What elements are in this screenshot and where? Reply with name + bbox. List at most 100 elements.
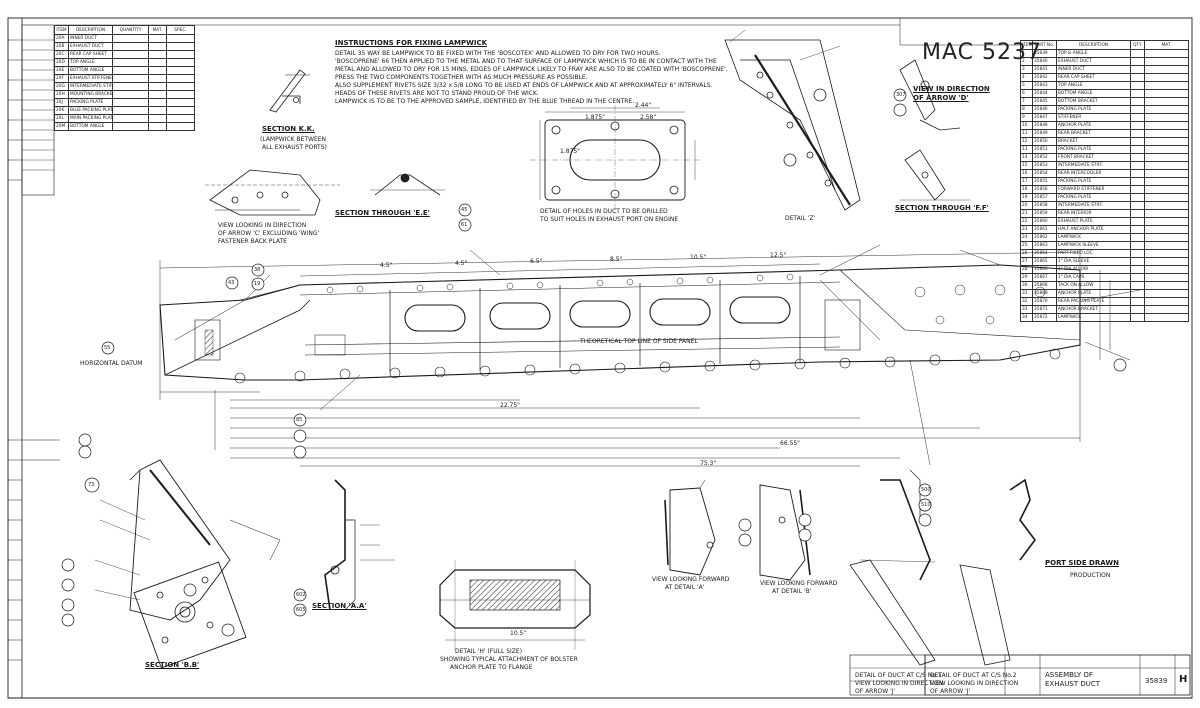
table-cell: 1" DIA SLEEVE — [1056, 257, 1131, 266]
table-cell — [1144, 281, 1189, 290]
detail-h-label: DETAIL 'H' (FULL SIZE) — [455, 648, 523, 655]
table-cell — [112, 114, 149, 123]
table-cell — [1130, 257, 1145, 266]
detail-holes — [530, 105, 700, 215]
table-cell — [148, 106, 167, 115]
table-cell — [166, 34, 195, 43]
callout-number: 45 — [461, 207, 468, 213]
table-cell: REAR INTERCOOLER — [1056, 169, 1131, 178]
table-cell: 27 — [1020, 257, 1033, 266]
table-cell: 35853 — [1032, 161, 1057, 170]
table-cell: 10 — [1020, 121, 1033, 130]
table-cell: 13 — [1020, 145, 1033, 154]
table-cell — [1130, 169, 1145, 178]
table-cell: 15 — [1020, 161, 1033, 170]
table-cell: INTERMEDIATE STIFF. — [1056, 161, 1131, 170]
table-cell — [1130, 225, 1145, 234]
table-cell — [1144, 81, 1189, 90]
table-cell — [1144, 121, 1189, 130]
instruction-line: DETAIL 35 WAY BE LAMPWICK TO BE FIXED WI… — [335, 50, 661, 57]
theoretical-line-label: THEORETICAL TOP LINE OF SIDE PANEL — [580, 338, 698, 345]
table-cell: 35850 — [1032, 137, 1057, 146]
table-cell: 35843 — [1032, 81, 1057, 90]
table-cell — [112, 122, 149, 131]
table-cell — [1144, 313, 1189, 322]
table-cell — [1130, 273, 1145, 282]
instruction-line: 'BOSCOPRENE' 66 THEN APPLIED TO THE META… — [335, 58, 717, 65]
table-cell: HALF ANCHOR PLATE — [1056, 225, 1131, 234]
table-cell — [112, 50, 149, 59]
dimension-label: 2.58" — [640, 114, 657, 121]
title-block — [849, 654, 1191, 696]
right-table-col-qty: QTY — [1130, 40, 1145, 50]
table-cell: 35866 — [1032, 265, 1057, 274]
left-table-col-mat: MAT. — [148, 25, 167, 35]
table-cell: BOTTOM ANGLE — [68, 66, 113, 75]
view-arrow-c-label: VIEW LOOKING IN DIRECTION — [218, 222, 307, 229]
table-cell: 11 — [1020, 129, 1033, 138]
dimension-label: 22.75" — [500, 402, 520, 409]
dimension-label: 2.44" — [635, 102, 652, 109]
view-d-label: OF ARROW 'D' — [913, 94, 969, 102]
table-cell: REAR CAP SHEET — [68, 50, 113, 59]
table-cell — [1144, 249, 1189, 258]
detail-z-label: DETAIL 'Z' — [785, 215, 816, 222]
table-cell: 30 — [1020, 281, 1033, 290]
dimension-label: 4.5" — [380, 262, 393, 269]
table-cell — [1130, 65, 1145, 74]
left-table-col-quantity: QUANTITY — [112, 25, 149, 35]
table-cell — [112, 58, 149, 67]
table-cell: 35849 — [1032, 129, 1057, 138]
duct-c1-label: OF ARROW 'J' — [855, 688, 896, 695]
view-arrow-c-label: OF ARROW 'C' EXCLUDING 'WING' — [218, 230, 320, 237]
table-cell: 18 — [1020, 185, 1033, 194]
table-cell: FRONT BRACKET — [1056, 153, 1131, 162]
main-assembly — [159, 264, 1081, 384]
table-cell: 23 — [1020, 225, 1033, 234]
table-cell — [148, 58, 167, 67]
table-cell: EXHAUST DUCT — [68, 42, 113, 51]
table-cell: 20M — [54, 122, 69, 131]
table-cell — [148, 34, 167, 43]
table-cell: 20 — [1020, 201, 1033, 210]
table-cell — [112, 66, 149, 75]
table-cell: EXHAUST STIFFENER — [68, 74, 113, 83]
table-cell — [1144, 177, 1189, 186]
table-cell: 35870 — [1032, 297, 1057, 306]
table-cell — [1144, 201, 1189, 210]
table-cell — [1130, 73, 1145, 82]
table-cell: INNER DUCT — [1056, 65, 1131, 74]
table-cell: 20A — [54, 34, 69, 43]
table-cell — [148, 82, 167, 91]
table-cell: ANCHOR PLATE — [1056, 121, 1131, 130]
table-cell: 26 — [1020, 249, 1033, 258]
table-cell — [166, 58, 195, 67]
callout-number: 38 — [254, 267, 261, 273]
detail-holes-label: DETAIL OF HOLES IN DUCT TO BE DRILLED — [540, 208, 668, 215]
table-cell: MAIN PACKING PLATE — [68, 114, 113, 123]
table-cell: 35860 — [1032, 217, 1057, 226]
table-cell — [1130, 97, 1145, 106]
callout-number: 55 — [104, 345, 111, 351]
dimension-label: 10.5" — [510, 630, 527, 637]
table-cell — [1144, 105, 1189, 114]
table-cell: MOUNTING BRACKET — [68, 90, 113, 99]
table-cell: 32 — [1020, 297, 1033, 306]
table-cell: PACKING PLATE — [1056, 193, 1131, 202]
table-cell — [1144, 97, 1189, 106]
table-cell: 34 — [1020, 313, 1033, 322]
section-kk-label: SECTION K.K. — [262, 125, 315, 133]
view-forward-a-label: VIEW LOOKING FORWARD — [652, 576, 730, 583]
right-table-header: ITEM PART No. DESCRIPTION QTY MAT. — [1020, 40, 1189, 50]
table-cell: 35861 — [1032, 225, 1057, 234]
table-cell: 35854 — [1032, 169, 1057, 178]
